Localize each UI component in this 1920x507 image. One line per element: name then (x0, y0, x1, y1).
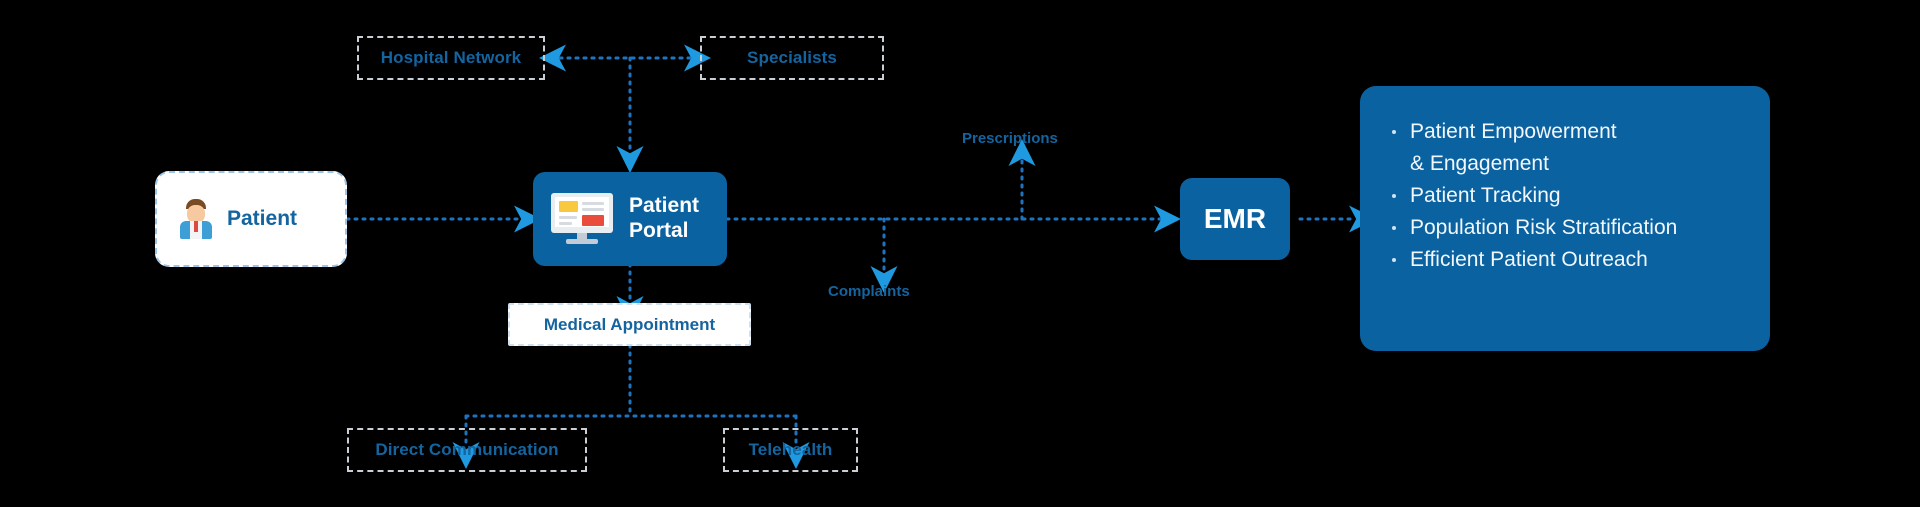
node-patient[interactable]: Patient (155, 171, 347, 267)
patient-portal-label-line1: Patient (629, 194, 700, 218)
specialists-label: Specialists (747, 48, 837, 67)
node-specialists[interactable]: Specialists (700, 36, 884, 80)
edge-label-complaints: Complaints (828, 283, 910, 300)
benefits-list: Patient Empowerment & Engagement Patient… (1384, 116, 1770, 276)
telehealth-label: Telehealth (748, 440, 833, 459)
hospital-network-label: Hospital Network (380, 48, 522, 67)
benefits-item-continuation: & Engagement (1410, 152, 1549, 175)
edge-label-prescriptions: Prescriptions (962, 130, 1058, 147)
node-telehealth[interactable]: Telehealth (723, 428, 858, 472)
patient-avatar-icon (179, 199, 213, 239)
patient-portal-label: Patient Portal (629, 194, 699, 244)
benefits-panel: Patient Empowerment & Engagement Patient… (1360, 86, 1770, 351)
direct-communication-label: Direct Communication (375, 440, 559, 459)
benefits-item: Patient Empowerment (1384, 116, 1770, 148)
node-emr[interactable]: EMR (1180, 178, 1290, 260)
benefits-item: Population Risk Stratification (1384, 212, 1770, 244)
node-direct-communication[interactable]: Direct Communication (347, 428, 587, 472)
patient-label: Patient (227, 207, 298, 230)
node-hospital-network[interactable]: Hospital Network (357, 36, 545, 80)
monitor-portal-icon (551, 193, 613, 245)
medical-appointment-label: Medical Appointment (543, 314, 716, 334)
benefits-item: Efficient Patient Outreach (1384, 244, 1770, 276)
patient-portal-label-line2: Portal (629, 219, 689, 242)
emr-label: EMR (1203, 203, 1267, 234)
node-medical-appointment[interactable]: Medical Appointment (508, 303, 751, 346)
benefits-item: Patient Tracking (1384, 180, 1770, 212)
node-patient-portal[interactable]: Patient Portal (533, 172, 727, 266)
